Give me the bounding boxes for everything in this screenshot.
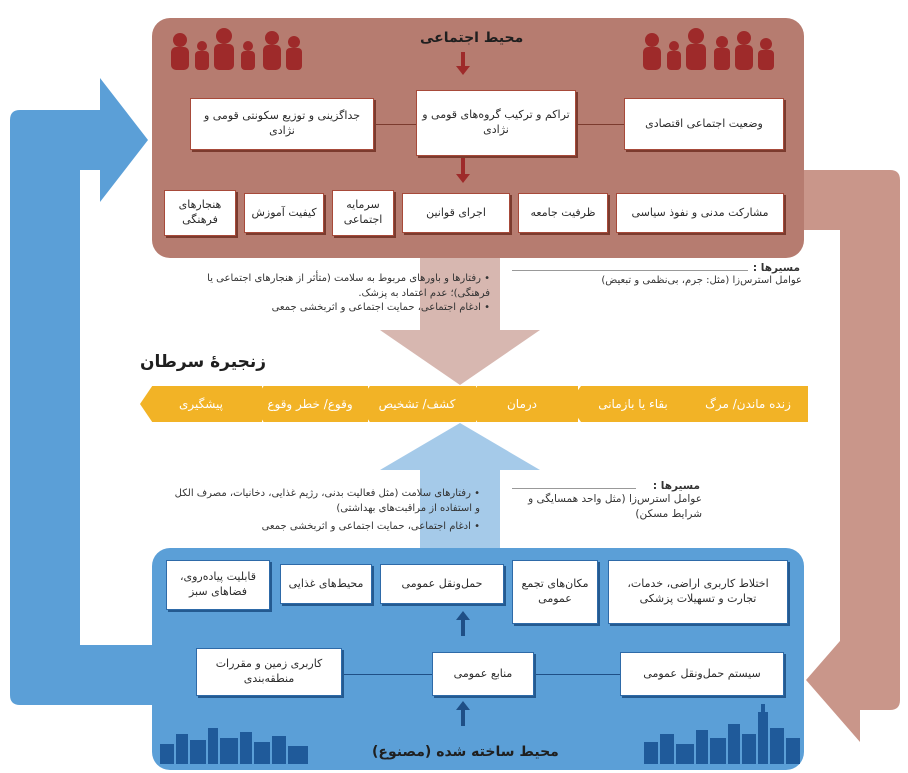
social-integration-note: ادغام اجتماعی، حمایت اجتماعی و اثربخشی ج… [190, 301, 490, 316]
built-behavior-note: رفتارهای سلامت (مثل فعالیت بدنی، رژیم غذ… [170, 487, 480, 516]
walkability-box: قابلیت پیاده‌روی، فضاهای سبز [166, 560, 270, 610]
paths-rule [512, 488, 636, 489]
transit-system-box: سیستم حمل‌ونقل عمومی [620, 652, 784, 696]
city-skyline-icon [160, 728, 308, 764]
chain-stage-survival: زنده ماندن/ مرگ [688, 386, 808, 422]
social-environment-title: محیط اجتماعی [420, 30, 524, 46]
up-arrow-icon [456, 611, 470, 636]
social-paths-label: مسیرها : [752, 262, 800, 274]
zoning-box: کاربری زمین و مقررات منطقه‌بندی [196, 648, 342, 696]
law-enforcement-box: اجرای قوانین [402, 193, 510, 233]
socioeconomic-status-box: وضعیت اجتماعی اقتصادی [624, 98, 784, 150]
down-arrow-icon [456, 158, 470, 183]
public-gathering-places-box: مکان‌های تجمع عمومی [512, 560, 598, 624]
built-integration-note: ادغام اجتماعی، حمایت اجتماعی و اثربخشی ج… [170, 520, 480, 535]
connector-line [536, 674, 620, 675]
public-resources-box: منابع عمومی [432, 652, 534, 696]
land-use-mix-box: اختلاط کاربری اراضی، خدمات، تجارت و تسهی… [608, 560, 788, 624]
chain-stage-prevention: پیشگیری [140, 386, 262, 422]
right-loop-arrow [804, 170, 900, 742]
public-transport-box: حمل‌ونقل عمومی [380, 564, 504, 604]
social-stressor-note: عوامل استرس‌زا (مثل: جرم، بی‌نظمی و تبعی… [601, 275, 802, 286]
social-behavior-note: رفتارها و باورهای مربوط به سلامت (متأثر … [190, 272, 490, 301]
food-environments-box: محیط‌های غذایی [280, 564, 372, 604]
education-quality-box: کیفیت آموزش [244, 193, 324, 233]
civic-participation-box: مشارکت مدنی و نفوذ سیاسی [616, 193, 784, 233]
city-skyline-icon [644, 704, 800, 764]
connector-line [344, 674, 432, 675]
connector-line [578, 124, 624, 125]
segregation-box: جداگزینی و توزیع سکونتی قومی و نژادی [190, 98, 374, 150]
ethnic-density-box: تراکم و ترکیب گروه‌های قومی و نژادی [416, 90, 576, 156]
chain-stage-risk: وقوع/ خطر وقوع [252, 386, 368, 422]
social-capital-box: سرمایه اجتماعی [332, 190, 394, 236]
built-environment-title: محیط ساخته شده (مصنوع) [372, 744, 559, 760]
left-loop-arrow [10, 78, 152, 705]
down-arrow-icon [456, 52, 470, 75]
community-capacity-box: ظرفیت جامعه [518, 193, 608, 233]
built-stressor-note: عوامل استرس‌زا (مثل واحد همسایگی و شرایط… [528, 493, 702, 521]
built-to-chain-arrow [380, 423, 540, 548]
connector-line [376, 124, 416, 125]
built-behavior-notes: رفتارهای سلامت (مثل فعالیت بدنی، رژیم غذ… [170, 487, 480, 535]
up-arrow-icon [456, 701, 470, 726]
chain-stage-detection: کشف/ تشخیص [358, 386, 476, 422]
paths-rule [512, 270, 748, 271]
chain-stage-survivorship: بقاء یا بازمانی [568, 386, 698, 422]
cancer-chain-title: زنجیرۀ سرطان [140, 352, 267, 372]
cultural-norms-box: هنجارهای فرهنگی [164, 190, 236, 236]
social-behavior-notes: رفتارها و باورهای مربوط به سلامت (متأثر … [190, 272, 490, 316]
chain-stage-treatment: درمان [466, 386, 578, 422]
family-silhouettes-icon [171, 28, 302, 70]
family-silhouettes-icon [643, 28, 774, 70]
built-paths-label: مسیرها : [652, 480, 700, 492]
